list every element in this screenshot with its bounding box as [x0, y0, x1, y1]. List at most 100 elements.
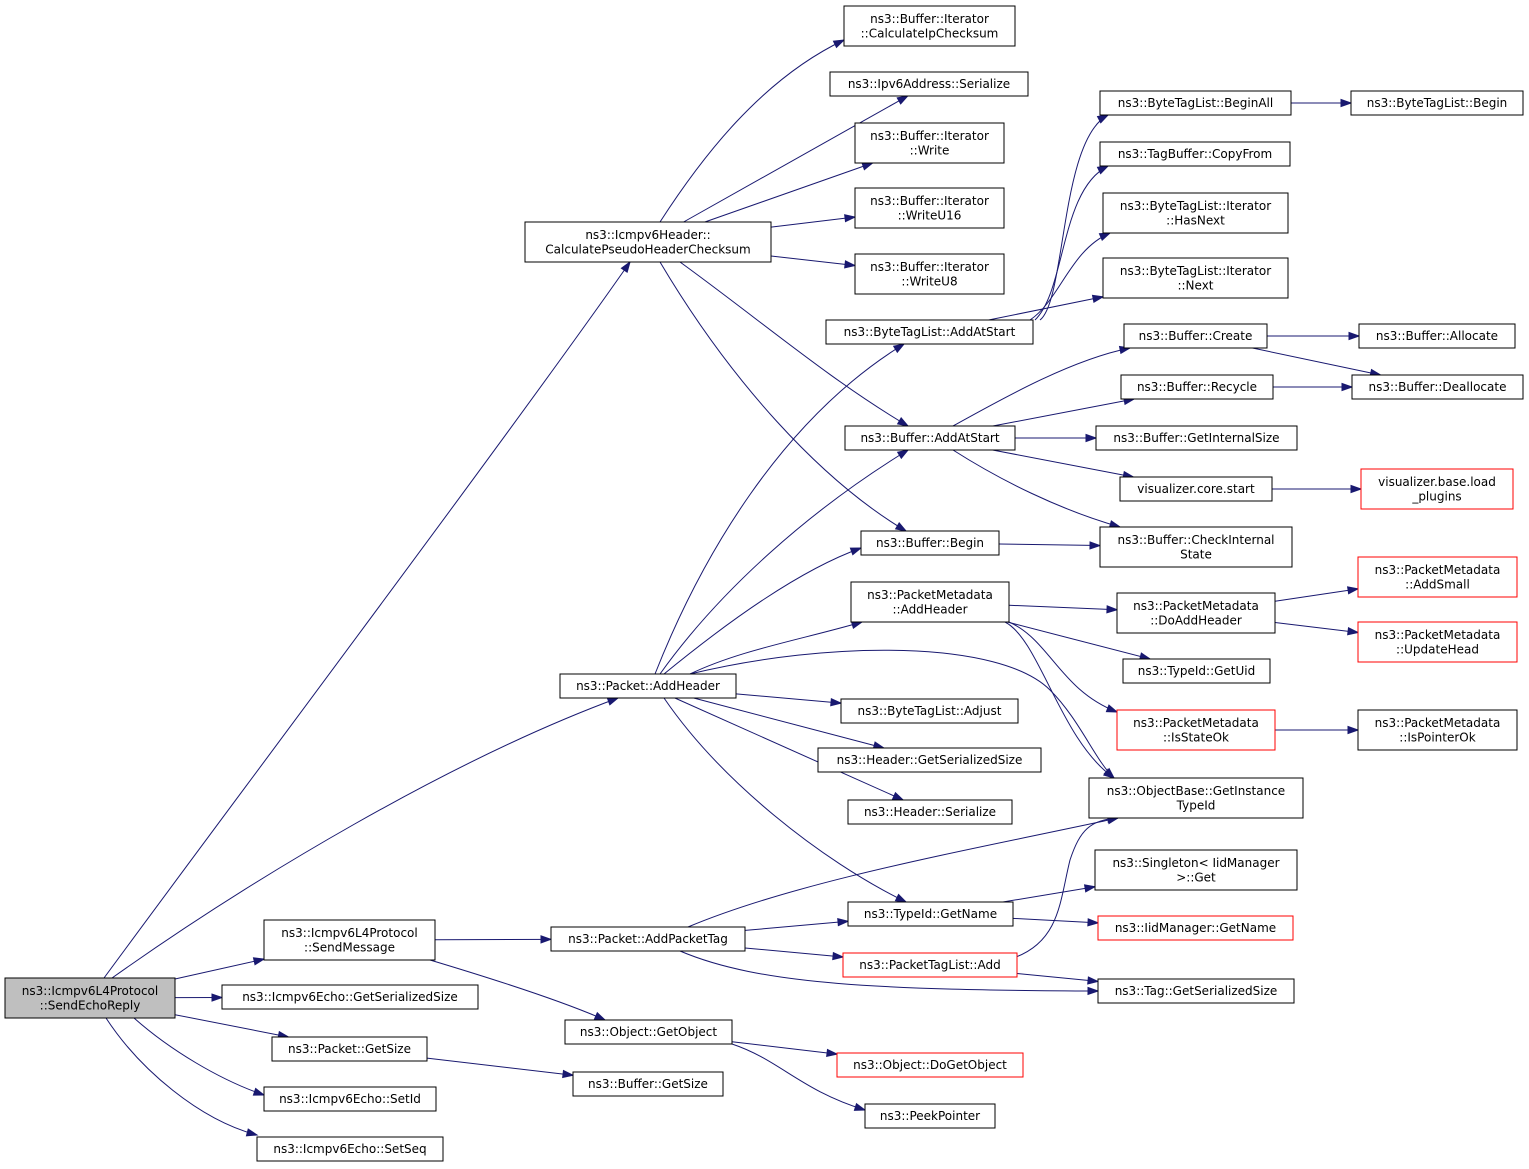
node-label: ns3::ByteTagList::Adjust — [858, 704, 1002, 718]
arrowhead-icon — [844, 214, 857, 223]
node-box — [572, 1071, 724, 1097]
node-btl_adjust[interactable]: ns3::ByteTagList::Adjust — [840, 698, 1019, 724]
node-echo_getsersize[interactable]: ns3::Icmpv6Echo::GetSerializedSize — [221, 984, 479, 1010]
node-box — [263, 1086, 437, 1112]
node-label: ::WriteU8 — [901, 274, 957, 288]
arrowhead-icon — [1102, 768, 1116, 779]
node-box — [854, 122, 1005, 164]
node-label: ns3::Icmpv6Header:: — [585, 228, 710, 242]
node-box — [1120, 374, 1274, 400]
node-packet_addpackettag[interactable]: ns3::Packet::AddPacketTag — [550, 926, 746, 952]
edge-packet_addheader-to-hdr_serialize — [674, 697, 905, 801]
node-echo_setid[interactable]: ns3::Icmpv6Echo::SetId — [263, 1086, 437, 1112]
node-label: ns3::Header::GetSerializedSize — [837, 753, 1023, 767]
node-box — [1088, 777, 1304, 819]
node-pm_isstateok[interactable]: ns3::PacketMetadata::IsStateOk — [1116, 709, 1276, 751]
node-box — [1357, 621, 1518, 663]
node-label: ns3::Buffer::Begin — [876, 536, 984, 550]
node-label: ns3::Buffer::Deallocate — [1369, 380, 1507, 394]
node-buf_recycle[interactable]: ns3::Buffer::Recycle — [1120, 374, 1274, 400]
arrowhead-icon — [837, 918, 850, 927]
node-label: ::SendEchoReply — [40, 998, 141, 1012]
node-label: ::Write — [910, 143, 950, 157]
node-iter_writeu8[interactable]: ns3::Buffer::Iterator::WriteU8 — [854, 253, 1005, 295]
node-label: ns3::ByteTagList::BeginAll — [1118, 96, 1273, 110]
node-label: ::HasNext — [1166, 213, 1225, 227]
node-label: ::IsPointerOk — [1399, 730, 1475, 744]
node-singleton_get[interactable]: ns3::Singleton< IidManager>::Get — [1094, 849, 1298, 891]
edge-packet_addheader-to-btl_adjust — [735, 693, 843, 707]
node-label: ns3::Buffer::CheckInternal — [1117, 533, 1274, 547]
node-sendmessage[interactable]: ns3::Icmpv6L4Protocol::SendMessage — [263, 919, 436, 961]
node-buf_create[interactable]: ns3::Buffer::Create — [1123, 323, 1268, 349]
node-vis_base_load[interactable]: visualizer.base.load_plugins — [1360, 468, 1514, 510]
node-label: visualizer.base.load — [1378, 475, 1496, 489]
node-label: TypeId — [1176, 798, 1216, 812]
node-box — [864, 1103, 996, 1129]
node-hdr_getsersize[interactable]: ns3::Header::GetSerializedSize — [817, 747, 1042, 773]
arrowhead-icon — [896, 95, 909, 105]
node-buf_getinternalsize[interactable]: ns3::Buffer::GetInternalSize — [1095, 425, 1298, 451]
node-pm_addsmall[interactable]: ns3::PacketMetadata::AddSmall — [1357, 556, 1518, 598]
node-iter_write[interactable]: ns3::Buffer::Iterator::Write — [854, 122, 1005, 164]
arrowhead-icon — [891, 791, 905, 801]
node-typeid_getuid[interactable]: ns3::TypeId::GetUid — [1122, 658, 1271, 684]
node-btl_iter_hasnext[interactable]: ns3::ByteTagList::Iterator::HasNext — [1102, 192, 1289, 234]
node-pm_updatehead[interactable]: ns3::PacketMetadata::UpdateHead — [1357, 621, 1518, 663]
node-btl_iter_next[interactable]: ns3::ByteTagList::Iterator::Next — [1102, 257, 1289, 299]
node-btl_beginall[interactable]: ns3::ByteTagList::BeginAll — [1099, 90, 1292, 116]
node-box — [829, 71, 1029, 97]
node-send_echo_reply[interactable]: ns3::Icmpv6L4Protocol::SendEchoReply — [4, 977, 176, 1019]
edge-typeid_getname-to-iidmgr_getname — [1012, 917, 1100, 927]
node-calc_ip_checksum[interactable]: ns3::Buffer::Iterator::CalculateIpChecks… — [843, 5, 1016, 47]
node-box — [1119, 476, 1273, 502]
node-iidmgr_getname[interactable]: ns3::IidManager::GetName — [1097, 915, 1294, 941]
node-calc_pseudo[interactable]: ns3::Icmpv6Header::CalculatePseudoHeader… — [524, 221, 772, 263]
arrowhead-icon — [853, 1102, 867, 1111]
node-buf_allocate[interactable]: ns3::Buffer::Allocate — [1358, 323, 1516, 349]
node-buf_begin[interactable]: ns3::Buffer::Begin — [860, 530, 1000, 556]
node-typeid_getname[interactable]: ns3::TypeId::GetName — [847, 901, 1014, 927]
node-object_getobject[interactable]: ns3::Object::GetObject — [564, 1019, 733, 1045]
edge-calc_pseudo-to-calc_ip_checksum — [659, 39, 846, 223]
arrowhead-icon — [896, 449, 910, 460]
edge-buf_begin-to-buf_checkinternal — [998, 541, 1102, 550]
node-packet_addheader[interactable]: ns3::Packet::AddHeader — [559, 673, 737, 699]
node-buf_getsize[interactable]: ns3::Buffer::GetSize — [572, 1071, 724, 1097]
arrowhead-icon — [211, 993, 224, 1002]
node-label: ns3::Tag::GetSerializedSize — [1115, 984, 1278, 998]
arrowhead-icon — [892, 343, 906, 354]
node-pm_addheader[interactable]: ns3::PacketMetadata::AddHeader — [850, 581, 1010, 623]
edge-calc_pseudo-to-buf_begin — [659, 261, 908, 532]
node-hdr_serialize[interactable]: ns3::Header::Serialize — [847, 799, 1013, 825]
edge-ptl_add-to-tag_getsersize — [1016, 973, 1100, 985]
node-ipv6_serialize[interactable]: ns3::Ipv6Address::Serialize — [829, 71, 1029, 97]
node-ptl_add[interactable]: ns3::PacketTagList::Add — [842, 952, 1018, 978]
node-btl_begin[interactable]: ns3::ByteTagList::Begin — [1350, 90, 1524, 116]
node-box — [854, 253, 1005, 295]
node-label: ns3::Buffer::Create — [1139, 329, 1253, 343]
node-tag_getsersize[interactable]: ns3::Tag::GetSerializedSize — [1097, 978, 1295, 1004]
arrowhead-icon — [832, 951, 845, 961]
node-object_dogetobject[interactable]: ns3::Object::DoGetObject — [836, 1052, 1024, 1078]
arrowhead-icon — [832, 39, 846, 49]
edge-packet_addheader-to-buf_begin — [663, 547, 863, 675]
node-pm_doaddheader[interactable]: ns3::PacketMetadata::DoAddHeader — [1116, 592, 1276, 634]
node-pm_ispointerok[interactable]: ns3::PacketMetadata::IsPointerOk — [1357, 709, 1518, 751]
node-tagbuf_copyfrom[interactable]: ns3::TagBuffer::CopyFrom — [1099, 141, 1291, 167]
node-btl_addatstart[interactable]: ns3::ByteTagList::AddAtStart — [825, 319, 1034, 345]
node-iter_writeu16[interactable]: ns3::Buffer::Iterator::WriteU16 — [854, 187, 1005, 229]
node-echo_setseq[interactable]: ns3::Icmpv6Echo::SetSeq — [256, 1136, 444, 1162]
arrowhead-icon — [1096, 114, 1110, 124]
node-peekpointer[interactable]: ns3::PeekPointer — [864, 1103, 996, 1129]
node-packet_getsize[interactable]: ns3::Packet::GetSize — [271, 1036, 428, 1062]
node-vis_core_start[interactable]: visualizer.core.start — [1119, 476, 1273, 502]
node-buf_deallocate[interactable]: ns3::Buffer::Deallocate — [1351, 374, 1524, 400]
arrowhead-icon — [1087, 976, 1100, 985]
node-box — [1360, 468, 1514, 510]
node-buf_addatstart[interactable]: ns3::Buffer::AddAtStart — [844, 425, 1016, 451]
arrowhead-icon — [606, 697, 620, 706]
